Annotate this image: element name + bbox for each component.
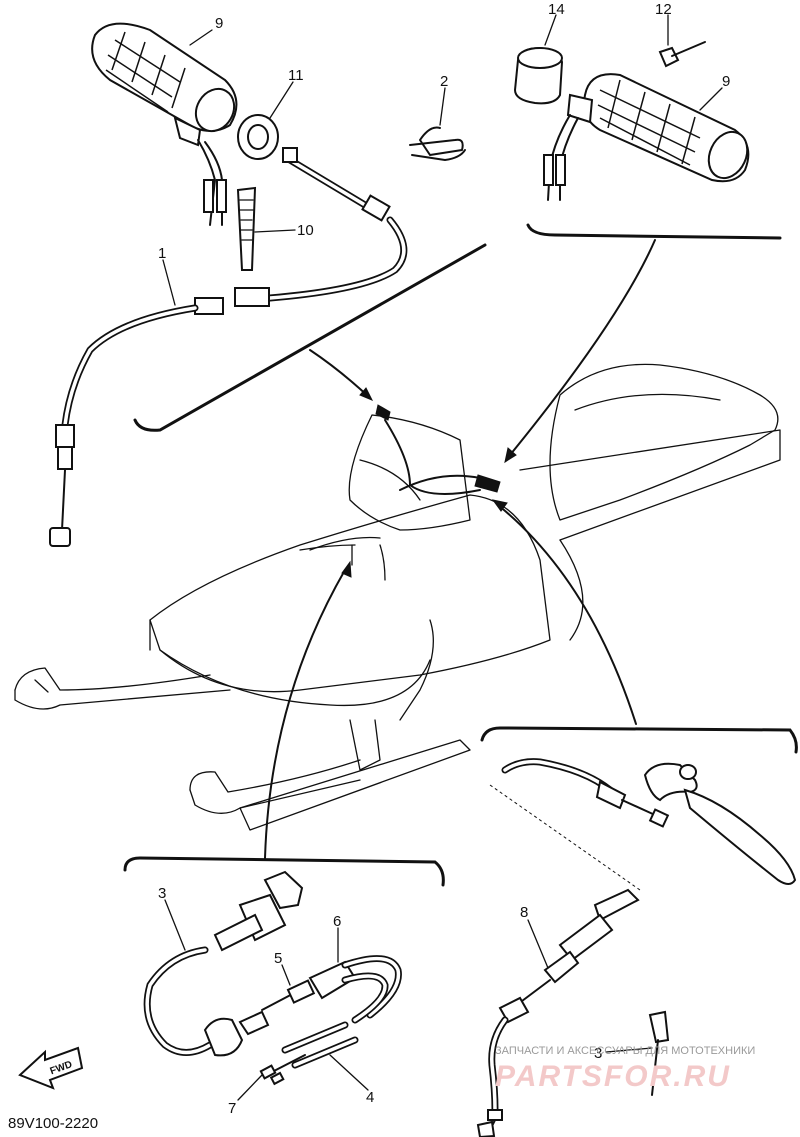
callout-6: 6 [333, 913, 341, 930]
brake-lever [643, 762, 797, 885]
callout-1: 1 [158, 245, 166, 262]
callout-9-left: 9 [215, 15, 223, 32]
callout-10: 10 [297, 222, 314, 239]
grip-collar [513, 46, 564, 105]
group-brake-lever [476, 499, 798, 1137]
watermark-brand: PARTSFOR.RU [495, 1060, 731, 1093]
diagram-code: 89V100-2220 [8, 1115, 98, 1132]
group-switch-cables [123, 560, 445, 1086]
callout-5: 5 [274, 950, 282, 967]
handlebar-grip-left [91, 22, 238, 147]
callout-leaders [162, 14, 723, 1101]
callout-11: 11 [288, 67, 304, 84]
fwd-direction-indicator: FWD [18, 1046, 84, 1090]
callout-3-left: 3 [158, 885, 166, 902]
callout-3-right: 3 [594, 1045, 602, 1062]
fwd-arrow-icon [18, 1046, 84, 1090]
snowmobile-body [14, 363, 781, 831]
callout-12: 12 [655, 1, 672, 18]
callout-2: 2 [440, 73, 448, 90]
watermark-caption: ЗАПЧАСТИ И АКСЕССУАРЫ ДЛЯ МОТОТЕХНИКИ [495, 1045, 755, 1057]
callout-numbers: 9 11 2 10 1 14 12 9 3 5 6 4 7 8 3 [158, 1, 730, 1117]
handlebar-grip-right [566, 73, 750, 183]
callout-7: 7 [228, 1100, 236, 1117]
group-right-grip [504, 41, 782, 464]
callout-14: 14 [548, 1, 565, 18]
callout-4: 4 [366, 1089, 374, 1106]
callout-9-right: 9 [722, 73, 730, 90]
group-throttle-grip [49, 22, 487, 547]
watermark: ЗАПЧАСТИ И АКСЕССУАРЫ ДЛЯ МОТОТЕХНИКИ PA… [495, 1045, 755, 1093]
callout-8: 8 [520, 904, 528, 921]
